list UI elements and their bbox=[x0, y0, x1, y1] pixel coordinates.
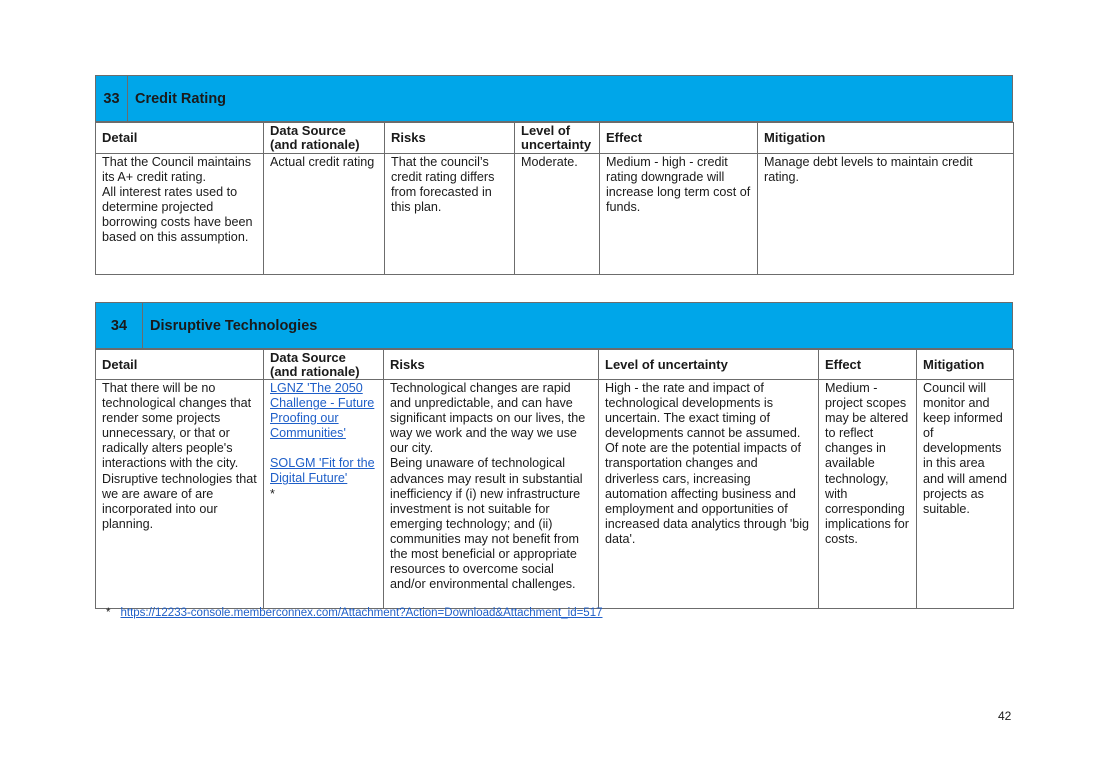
table-header-row: Detail Data Source(and rationale) Risks … bbox=[95, 122, 1014, 154]
cell-detail: That the Council maintains its A+ credit… bbox=[95, 153, 264, 275]
cell-uncertainty: Moderate. bbox=[514, 153, 600, 275]
header-detail: Detail bbox=[95, 122, 264, 154]
table-row: That there will be no technological chan… bbox=[95, 379, 1014, 609]
header-risks: Risks bbox=[383, 349, 599, 380]
footnote: * https://12233-console.memberconnex.com… bbox=[106, 607, 603, 619]
header-effect: Effect bbox=[818, 349, 917, 380]
cell-effect: Medium - project scopes may be altered t… bbox=[818, 379, 917, 609]
assumption-table: Detail Data Source(and rationale) Risks … bbox=[95, 349, 1014, 609]
cell-effect: Medium - high - credit rating downgrade … bbox=[599, 153, 758, 275]
footnote-link[interactable]: https://12233-console.memberconnex.com/A… bbox=[120, 607, 603, 619]
cell-mitigation: Manage debt levels to maintain credit ra… bbox=[757, 153, 1014, 275]
table-header-row: Detail Data Source(and rationale) Risks … bbox=[95, 349, 1014, 380]
table-row: That the Council maintains its A+ credit… bbox=[95, 153, 1014, 275]
header-uncertainty: Level of uncertainty bbox=[598, 349, 819, 380]
header-data-source: Data Source(and rationale) bbox=[263, 349, 384, 380]
section-title: Disruptive Technologies bbox=[150, 317, 318, 334]
header-effect: Effect bbox=[599, 122, 758, 154]
header-mitigation: Mitigation bbox=[757, 122, 1014, 154]
header-detail: Detail bbox=[95, 349, 264, 380]
section-title: Credit Rating bbox=[135, 90, 227, 107]
section-number: 33 bbox=[96, 76, 128, 121]
cell-detail: That there will be no technological chan… bbox=[95, 379, 264, 609]
section-number: 34 bbox=[96, 303, 143, 348]
section-banner: 33 Credit Rating bbox=[95, 75, 1013, 122]
section-disruptive-technologies: 34 Disruptive Technologies Detail Data S… bbox=[95, 302, 1014, 609]
source-link-lgnz[interactable]: LGNZ 'The 2050 Challenge - Future Proofi… bbox=[270, 381, 375, 441]
cell-mitigation: Council will monitor and keep informed o… bbox=[916, 379, 1014, 609]
cell-risks: Technological changes are rapid and unpr… bbox=[383, 379, 599, 609]
footnote-marker: * bbox=[106, 607, 111, 619]
header-mitigation: Mitigation bbox=[916, 349, 1014, 380]
section-banner: 34 Disruptive Technologies bbox=[95, 302, 1013, 349]
source-link-solgm[interactable]: SOLGM 'Fit for the Digital Future' bbox=[270, 456, 375, 486]
cell-uncertainty: High - the rate and impact of technologi… bbox=[598, 379, 819, 609]
header-data-source: Data Source(and rationale) bbox=[263, 122, 385, 154]
assumption-table: Detail Data Source(and rationale) Risks … bbox=[95, 122, 1014, 275]
cell-risks: That the council’s credit rating differs… bbox=[384, 153, 515, 275]
cell-data-source: LGNZ 'The 2050 Challenge - Future Proofi… bbox=[263, 379, 384, 609]
page-number: 42 bbox=[998, 709, 1012, 723]
footnote-asterisk: * bbox=[270, 486, 275, 501]
cell-data-source: Actual credit rating bbox=[263, 153, 385, 275]
section-credit-rating: 33 Credit Rating Detail Data Source(and … bbox=[95, 75, 1014, 275]
header-risks: Risks bbox=[384, 122, 515, 154]
